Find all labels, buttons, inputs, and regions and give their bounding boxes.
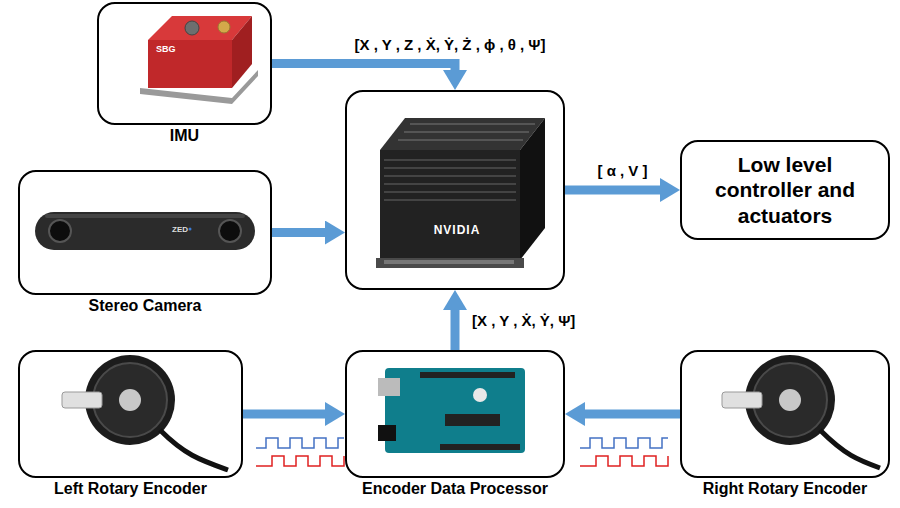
nvidia-module (384, 191, 516, 193)
arduino-board (378, 368, 525, 453)
signal-waveform (580, 456, 668, 466)
node-label: Low level controller and actuators (690, 152, 880, 228)
signal-waveform (580, 438, 668, 448)
imu-device (185, 21, 199, 35)
signal-vector: [ α , V ] (594, 161, 650, 180)
data-arrow (272, 228, 325, 237)
nvidia-module (384, 260, 514, 264)
nvidia-module (384, 175, 516, 177)
rotary-encoder (722, 355, 880, 468)
nvidia-module (410, 123, 535, 125)
brand-logo: SBG (156, 45, 176, 54)
arduino-board (440, 444, 520, 450)
encoder-box: Left Rotary Encoder (18, 350, 243, 478)
nvidia-module (380, 150, 520, 260)
rotary-encoder (722, 392, 762, 408)
nvidia-module (384, 159, 516, 161)
stereo-camera (189, 228, 192, 231)
node-label: Stereo Camera (89, 297, 202, 315)
arduino-board (378, 425, 396, 441)
signal-waveform (256, 456, 344, 466)
rotary-encoder (779, 389, 801, 411)
nvidia-module (384, 167, 516, 169)
camera-box: Stereo Camera (18, 170, 272, 295)
arduino-board (445, 414, 500, 426)
brand-text: NVIDIA (434, 223, 481, 237)
nvidia-module (380, 118, 545, 150)
data-arrow (451, 310, 460, 350)
nvidia-module (520, 118, 545, 260)
signal-vector: [X , Y , Ẋ, Ẏ, Ψ] (469, 311, 578, 330)
nvidia-module (376, 258, 524, 268)
nvidia-module (398, 139, 523, 141)
stereo-camera (35, 212, 255, 250)
nvidia-module (376, 118, 545, 268)
rotary-encoder (62, 392, 102, 408)
rotary-encoder (93, 363, 167, 437)
sensor-box: IMU (97, 2, 272, 125)
brand-logo: ZED (172, 226, 188, 234)
node-label: Left Rotary Encoder (54, 480, 207, 498)
imu-device (140, 16, 258, 104)
compute-box: NVIDIA (345, 90, 565, 290)
rotary-encoder (160, 430, 228, 470)
arduino-board (378, 378, 400, 396)
processor-box: Encoder Data Processor (345, 350, 565, 478)
rotary-encoder (119, 389, 141, 411)
data-arrow (272, 64, 455, 71)
signal-waveform (256, 438, 668, 466)
nvidia-module (384, 183, 516, 185)
stereo-camera (49, 220, 71, 242)
encoder-box: Right Rotary Encoder (680, 350, 890, 478)
signal-waveform (256, 438, 344, 448)
arduino-board (385, 368, 525, 453)
rotary-encoder (753, 363, 827, 437)
node-label: Encoder Data Processor (362, 480, 548, 498)
signal-vector: [X , Y , Z , Ẋ, Ẏ, Ż , ϕ , θ , Ψ] (352, 35, 549, 54)
controller-box: Low level controller and actuators (680, 140, 890, 240)
data-arrow (243, 410, 325, 419)
imu-device (218, 21, 230, 33)
node-label: IMU (170, 127, 199, 145)
imu-device (148, 40, 232, 88)
rotary-encoder (820, 430, 880, 468)
data-arrow (565, 186, 660, 195)
nvidia-module (404, 131, 529, 133)
arduino-board (473, 388, 487, 402)
stereo-camera (35, 212, 255, 250)
stereo-camera (45, 214, 245, 218)
arduino-board (420, 372, 515, 378)
data-arrow (585, 410, 680, 419)
imu-device (232, 16, 252, 88)
node-label: Right Rotary Encoder (703, 480, 867, 498)
rotary-encoder (62, 355, 228, 470)
nvidia-module (384, 199, 516, 201)
stereo-camera (219, 220, 241, 242)
